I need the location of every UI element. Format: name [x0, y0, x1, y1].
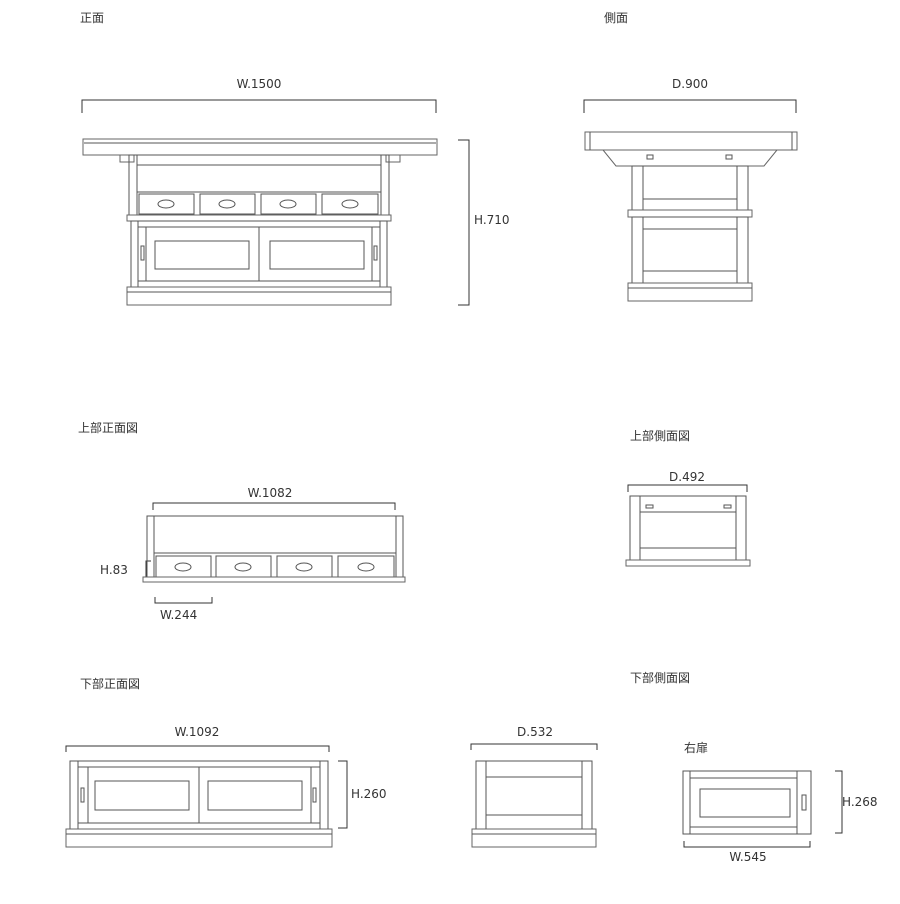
dimension-line-front-width [81, 99, 437, 113]
label-upper-width: W.1082 [248, 486, 293, 500]
side-top-slab [584, 131, 798, 151]
label-lower-width: W.1092 [175, 725, 220, 739]
drawer-handle-icon [295, 562, 313, 572]
label-lower-height: H.260 [351, 787, 387, 801]
upper-drawer-1 [155, 555, 212, 578]
door-pull-icon [801, 794, 807, 811]
drawer-handle-icon [234, 562, 252, 572]
door-pull-icon [373, 245, 378, 261]
dimension-line-drawer-width [154, 597, 213, 604]
dimension-line-front-height [458, 139, 470, 306]
side-base-plinth [627, 282, 753, 302]
upper-side-bottom-ledge [625, 559, 751, 567]
dimension-line-door-width [683, 841, 811, 848]
front-base-plinth [126, 286, 392, 306]
lower-side-frame [475, 760, 593, 830]
drawer-handle-icon [279, 199, 297, 209]
lower-front-view: 下部正面図 W.1092 H.260 [65, 676, 387, 848]
front-drawer-4 [321, 193, 379, 215]
lower-side-view: 下部側面図 D.532 [470, 670, 690, 848]
upper-drawer-2 [215, 555, 272, 578]
front-door-panel-left [154, 240, 250, 270]
right-door-panel [699, 788, 791, 818]
front-upper-frame [128, 154, 390, 216]
dimension-line-door-height [835, 770, 843, 834]
upper-front-bottom-ledge [142, 576, 406, 583]
front-view: 正面 W.1500 H.710 [80, 11, 510, 306]
dimension-line-upper-width [152, 502, 396, 510]
heading-lower-front: 下部正面図 [80, 676, 140, 691]
lower-front-panel-left [94, 780, 190, 811]
front-door-panel-right [269, 240, 365, 270]
upper-side-notch-left [645, 504, 654, 509]
side-lower-frame [631, 216, 749, 284]
front-drawer-2 [199, 193, 256, 215]
heading-side: 側面 [604, 11, 628, 25]
drawer-handle-icon [174, 562, 192, 572]
right-door-view: 右扉 H.268 W.545 [682, 740, 878, 864]
door-pull-icon [80, 787, 85, 803]
label-side-depth: D.900 [672, 77, 708, 91]
lower-side-base-plinth [471, 828, 597, 848]
front-left-tab [119, 154, 135, 163]
front-drawer-handles [157, 199, 359, 209]
side-middle-ledge [627, 209, 753, 218]
dimension-line-lower-height [338, 760, 348, 829]
side-upper-frame [631, 165, 749, 211]
front-right-tab [385, 154, 401, 163]
heading-right-door: 右扉 [684, 740, 708, 755]
side-apron-notch-right [725, 154, 733, 160]
upper-side-view: 上部側面図 D.492 [625, 428, 751, 567]
drawer-handle-icon [357, 562, 375, 572]
upper-drawer-3 [276, 555, 333, 578]
label-front-height: H.710 [474, 213, 510, 227]
label-upper-height: H.83 [100, 563, 128, 577]
label-drawer-width: W.244 [160, 608, 197, 622]
dimension-line-side-depth [583, 99, 797, 113]
upper-side-notch-right [723, 504, 732, 509]
door-pull-icon [140, 245, 145, 261]
drawer-handle-icon [341, 199, 359, 209]
dimension-line-lower-width [65, 745, 330, 752]
front-top-slab [82, 138, 438, 156]
heading-upper-front: 上部正面図 [78, 420, 138, 435]
side-apron-notch-left [646, 154, 654, 160]
upper-front-frame [146, 515, 404, 578]
drawer-handle-icon [157, 199, 175, 209]
label-upper-side-depth: D.492 [669, 470, 705, 484]
label-door-height: H.268 [842, 795, 878, 809]
upper-front-view: 上部正面図 W.1082 H.83 W.244 [78, 420, 406, 622]
dimension-line-upper-side-depth [627, 484, 748, 492]
front-middle-ledge [126, 214, 392, 222]
upper-drawer-4 [337, 555, 395, 578]
heading-upper-side: 上部側面図 [630, 428, 690, 443]
door-pull-icon [312, 787, 317, 803]
front-drawer-1 [138, 193, 195, 215]
lower-front-panel-right [207, 780, 303, 811]
label-lower-side-depth: D.532 [517, 725, 553, 739]
heading-lower-side: 下部側面図 [630, 670, 690, 685]
heading-front: 正面 [80, 11, 104, 25]
side-view: 側面 D.900 [583, 11, 798, 302]
label-front-width: W.1500 [237, 77, 282, 91]
front-drawer-3 [260, 193, 317, 215]
drawer-handle-icon [218, 199, 236, 209]
right-door-frame [682, 770, 812, 835]
dimension-line-lower-side-depth [470, 743, 598, 750]
side-apron [601, 149, 779, 167]
upper-side-frame [629, 495, 747, 561]
label-door-width: W.545 [729, 850, 766, 864]
lower-front-base-plinth [65, 828, 333, 848]
